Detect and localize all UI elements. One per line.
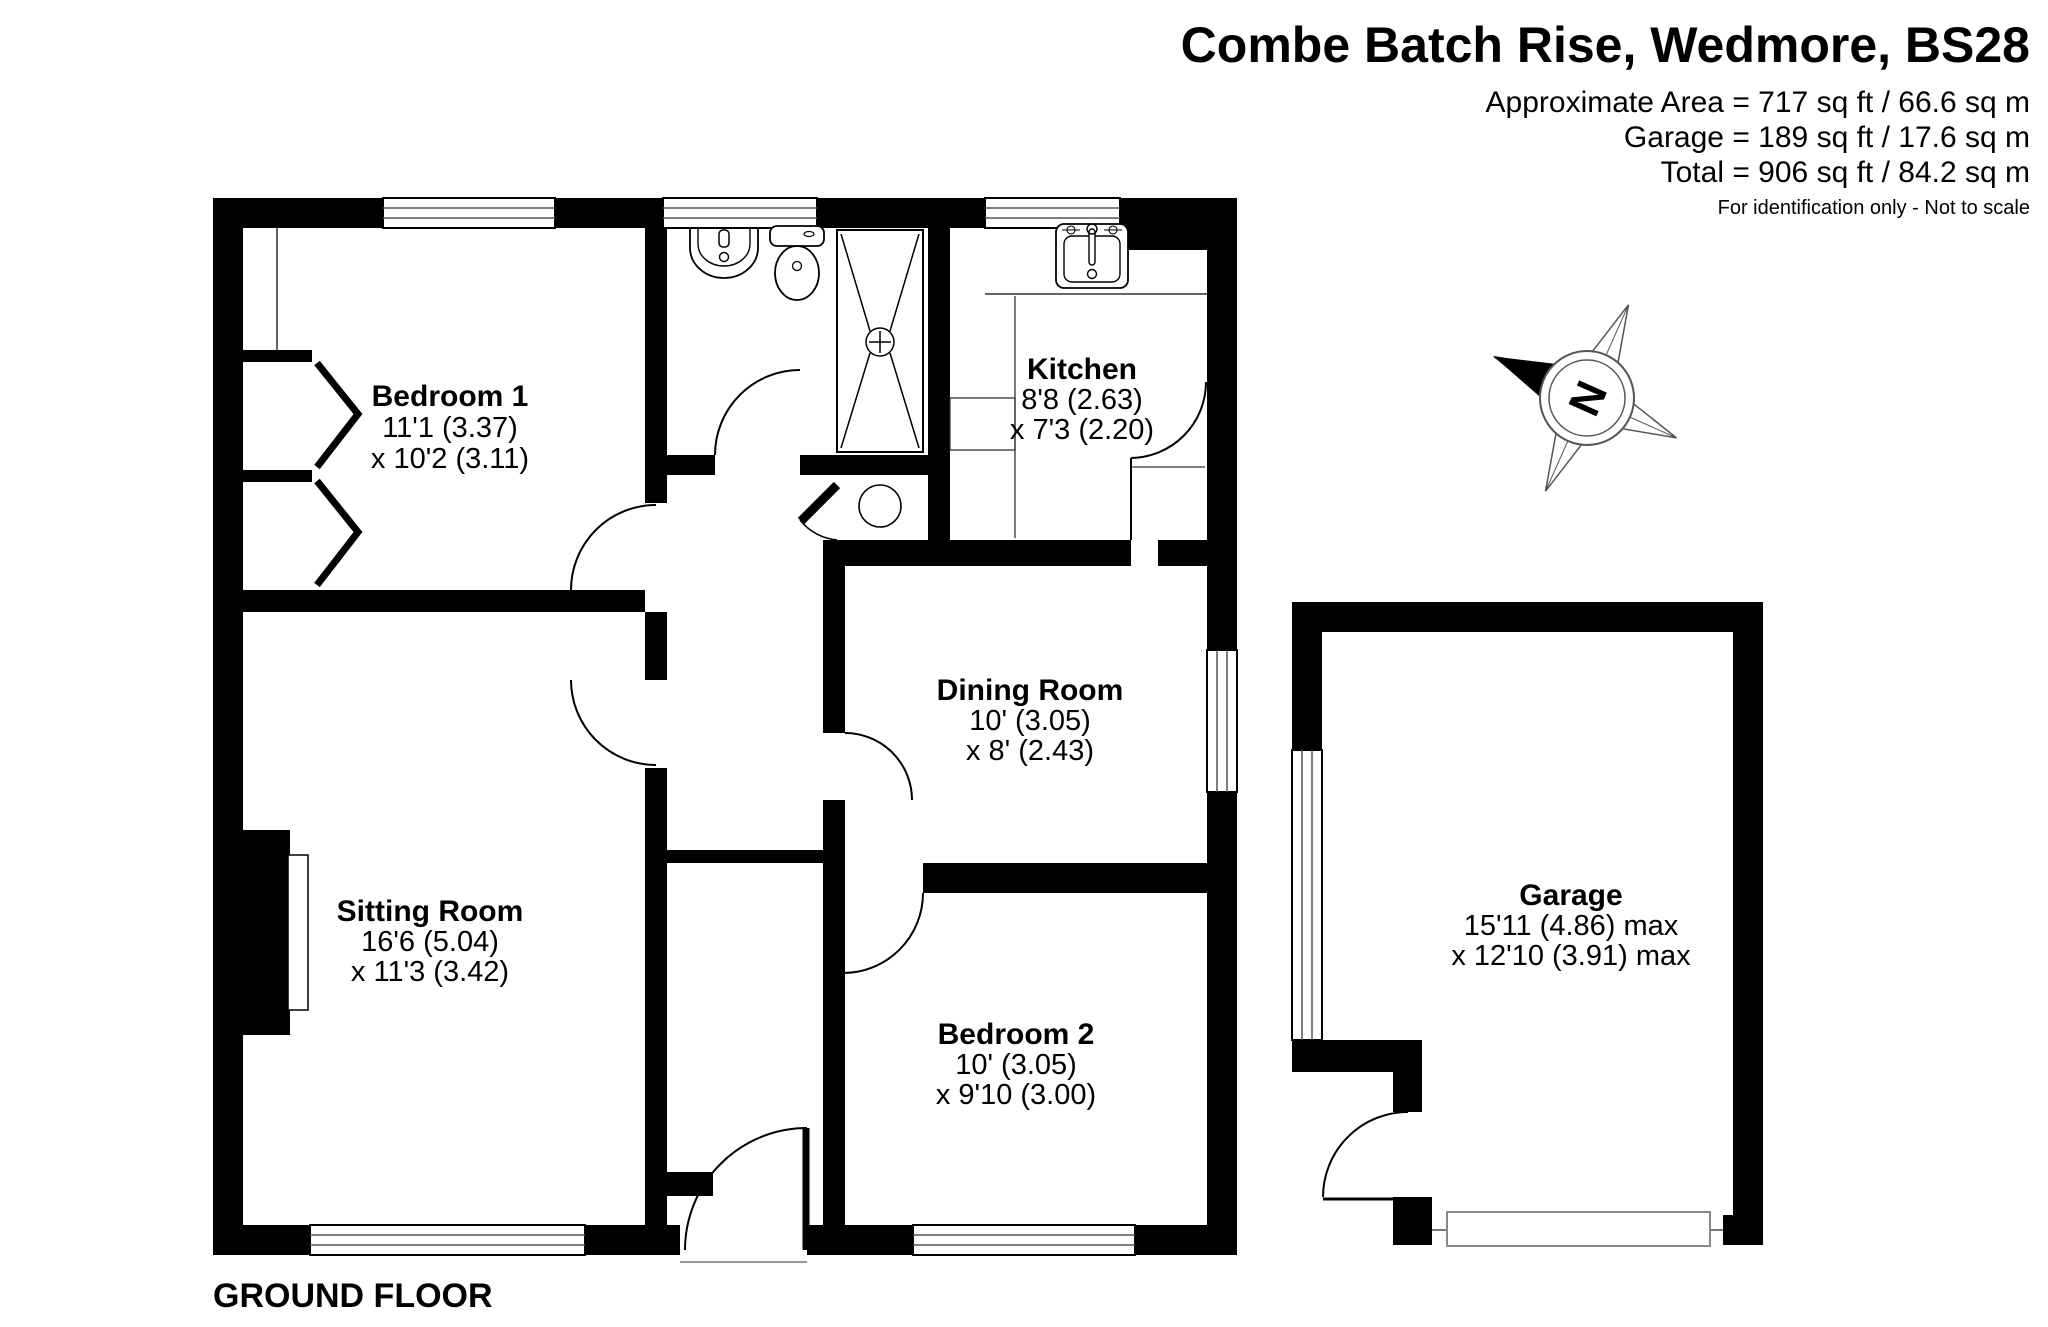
- bedroom1-name: Bedroom 1: [372, 380, 529, 413]
- garage-up-and-over-door: [1446, 1211, 1711, 1247]
- sitting-dim2: x 11'3 (3.42): [351, 956, 509, 988]
- total-area-line: Total = 906 sq ft / 84.2 sq m: [1661, 156, 2030, 189]
- floor-label: GROUND FLOOR: [213, 1277, 493, 1315]
- sitting-room-window: [309, 1224, 586, 1256]
- wc-door-leaf: [797, 481, 841, 525]
- sitting-name: Sitting Room: [337, 895, 524, 928]
- dining-room-window: [1206, 649, 1238, 793]
- basin-icon: [689, 228, 759, 279]
- garage-side-door-arc: [1322, 1111, 1409, 1198]
- garage-door: [1432, 1211, 1723, 1247]
- room-label-bedroom2: Bedroom 2 10' (3.05) x 9'10 (3.00): [936, 1018, 1096, 1111]
- wardrobe-bifold-doors-2: [314, 478, 363, 588]
- kitchen-dim1: 8'8 (2.63): [1021, 384, 1143, 416]
- bedroom1-door-arc: [570, 504, 657, 591]
- bedroom2-window: [912, 1224, 1136, 1256]
- kitchen-door-arc: [1130, 381, 1207, 459]
- dining-dim2: x 8' (2.43): [966, 735, 1094, 767]
- approx-area-line: Approximate Area = 717 sq ft / 66.6 sq m: [1486, 86, 2030, 119]
- room-label-dining: Dining Room 10' (3.05) x 8' (2.43): [937, 674, 1124, 767]
- windows: [309, 197, 1323, 1256]
- header-block: Combe Batch Rise, Wedmore, BS28 Approxim…: [1181, 17, 2030, 219]
- bedroom1-window: [382, 197, 556, 229]
- garage-dim1: 15'11 (4.86) max: [1464, 910, 1679, 942]
- kitchen-name: Kitchen: [1027, 353, 1137, 386]
- bathroom-window: [662, 197, 818, 229]
- kitchen-dim2: x 7'3 (2.20): [1010, 414, 1154, 446]
- dining-name: Dining Room: [937, 674, 1124, 707]
- front-door-arc: [684, 1127, 808, 1251]
- toilet-icon: [769, 225, 825, 301]
- garage-name: Garage: [1519, 879, 1622, 912]
- wardrobe-bifold-doors-1: [314, 360, 363, 470]
- compass-rose: N: [1493, 304, 1677, 492]
- room-label-sitting: Sitting Room 16'6 (5.04) x 11'3 (3.42): [337, 895, 524, 988]
- bathroom-door-arc: [714, 369, 801, 456]
- wc-door-arc: [799, 519, 838, 541]
- page-title: Combe Batch Rise, Wedmore, BS28: [1181, 17, 2030, 73]
- room-label-bedroom1: Bedroom 1 11'1 (3.37) x 10'2 (3.11): [371, 380, 529, 475]
- bedroom2-name: Bedroom 2: [938, 1018, 1095, 1051]
- bathtub-icon: [836, 229, 924, 453]
- garage-area-line: Garage = 189 sq ft / 17.6 sq m: [1624, 121, 2030, 154]
- wc-bowl-icon: [858, 484, 902, 528]
- built-ins: [276, 228, 363, 1011]
- kitchen-unit: [949, 397, 1016, 451]
- doors: [570, 369, 1409, 1263]
- dining-room-door-arc: [844, 732, 913, 801]
- disclaimer-line: For identification only - Not to scale: [1718, 197, 2030, 219]
- garage-dim2: x 12'10 (3.91) max: [1451, 940, 1691, 972]
- bedroom1-dim1: 11'1 (3.37): [382, 412, 518, 444]
- bathroom-fixtures: [689, 225, 924, 528]
- room-labels: Bedroom 1 11'1 (3.37) x 10'2 (3.11) Kitc…: [337, 353, 1691, 1111]
- bedroom2-dim2: x 9'10 (3.00): [936, 1079, 1096, 1111]
- room-label-garage: Garage 15'11 (4.86) max x 12'10 (3.91) m…: [1451, 879, 1691, 972]
- bedroom1-dim2: x 10'2 (3.11): [371, 443, 529, 475]
- kitchen-fixtures: [949, 223, 1207, 538]
- sitting-room-door-arc: [570, 679, 657, 766]
- dining-dim1: 10' (3.05): [969, 705, 1091, 737]
- chimney-recess: [287, 854, 309, 1011]
- room-label-kitchen: Kitchen 8'8 (2.63) x 7'3 (2.20): [1010, 353, 1154, 446]
- bedroom2-door-arc: [842, 892, 924, 974]
- garage-walls: [1292, 602, 1763, 1245]
- kitchen-sink-icon: [1055, 223, 1129, 289]
- house-walls: [213, 198, 1237, 1255]
- sitting-dim1: 16'6 (5.04): [361, 926, 499, 958]
- garage-window: [1291, 749, 1323, 1041]
- bedroom2-dim1: 10' (3.05): [955, 1049, 1077, 1081]
- kitchen-window: [984, 197, 1121, 229]
